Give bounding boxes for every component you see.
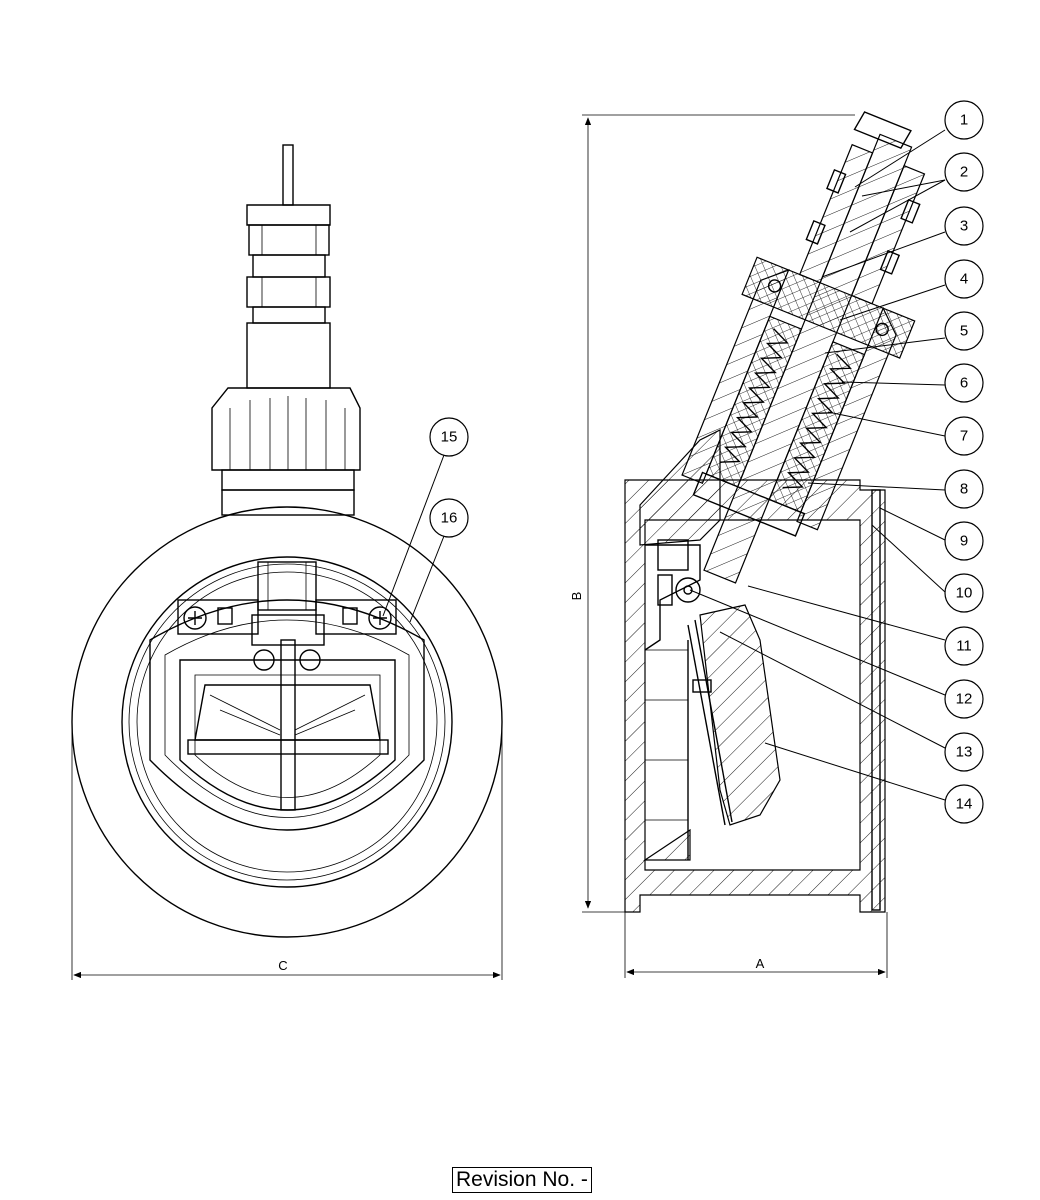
svg-text:13: 13 (956, 744, 973, 761)
balloon-12: 12 (944, 679, 984, 719)
section-view: B A (569, 111, 926, 978)
balloon-13: 13 (944, 732, 984, 772)
right-clamp (315, 599, 397, 635)
svg-text:16: 16 (441, 510, 458, 527)
left-clamp (177, 599, 259, 635)
svg-text:6: 6 (960, 375, 968, 392)
balloon-5: 5 (944, 311, 984, 351)
balloon-3: 3 (944, 206, 984, 246)
svg-text:14: 14 (956, 796, 973, 813)
hinge-block (257, 561, 317, 611)
dimension-c-label: C (278, 958, 287, 973)
svg-text:9: 9 (960, 533, 968, 550)
union-nut-section (741, 256, 916, 359)
body-inner-ring (121, 556, 453, 888)
svg-text:10: 10 (956, 585, 973, 602)
balloon-7: 7 (944, 416, 984, 456)
disc-section (699, 604, 781, 826)
balloon-4: 4 (944, 259, 984, 299)
revision-label: Revision No. - (452, 1167, 592, 1193)
svg-text:15: 15 (441, 429, 458, 446)
svg-text:8: 8 (960, 481, 968, 498)
svg-text:5: 5 (960, 323, 968, 340)
svg-text:1: 1 (960, 112, 968, 129)
svg-text:3: 3 (960, 218, 968, 235)
balloon-14: 14 (944, 784, 984, 824)
balloon-8: 8 (944, 469, 984, 509)
svg-text:4: 4 (960, 271, 968, 288)
union-nut (211, 387, 361, 471)
hex-nut-top (246, 204, 331, 226)
balloon-9: 9 (944, 521, 984, 561)
left-screw (183, 606, 207, 630)
actuator-rod (282, 144, 294, 206)
bonnet-neck (246, 322, 331, 389)
svg-text:11: 11 (956, 638, 972, 655)
body-outer-ring (71, 506, 503, 938)
leader-lines (382, 129, 946, 801)
body-section (624, 479, 886, 913)
bonnet-assembly (681, 111, 926, 584)
gland-upper (248, 224, 330, 256)
balloon-6: 6 (944, 363, 984, 403)
dimension-a-label: A (756, 956, 765, 971)
hex-nut-lower (246, 276, 331, 308)
svg-text:2: 2 (960, 164, 968, 181)
balloon-11: 11 (944, 626, 984, 666)
dimension-b-label: B (569, 592, 584, 601)
balloon-10: 10 (944, 573, 984, 613)
balloon-2: 2 (944, 152, 984, 192)
balloon-1: 1 (944, 100, 984, 140)
hinge-pin (675, 577, 701, 603)
front-view: C (71, 144, 503, 980)
right-screw (368, 606, 392, 630)
balloon-16: 16 (429, 498, 469, 538)
svg-text:7: 7 (960, 428, 968, 445)
disc-frame (179, 659, 396, 811)
balloon-15: 15 (429, 417, 469, 457)
svg-text:12: 12 (956, 691, 973, 708)
